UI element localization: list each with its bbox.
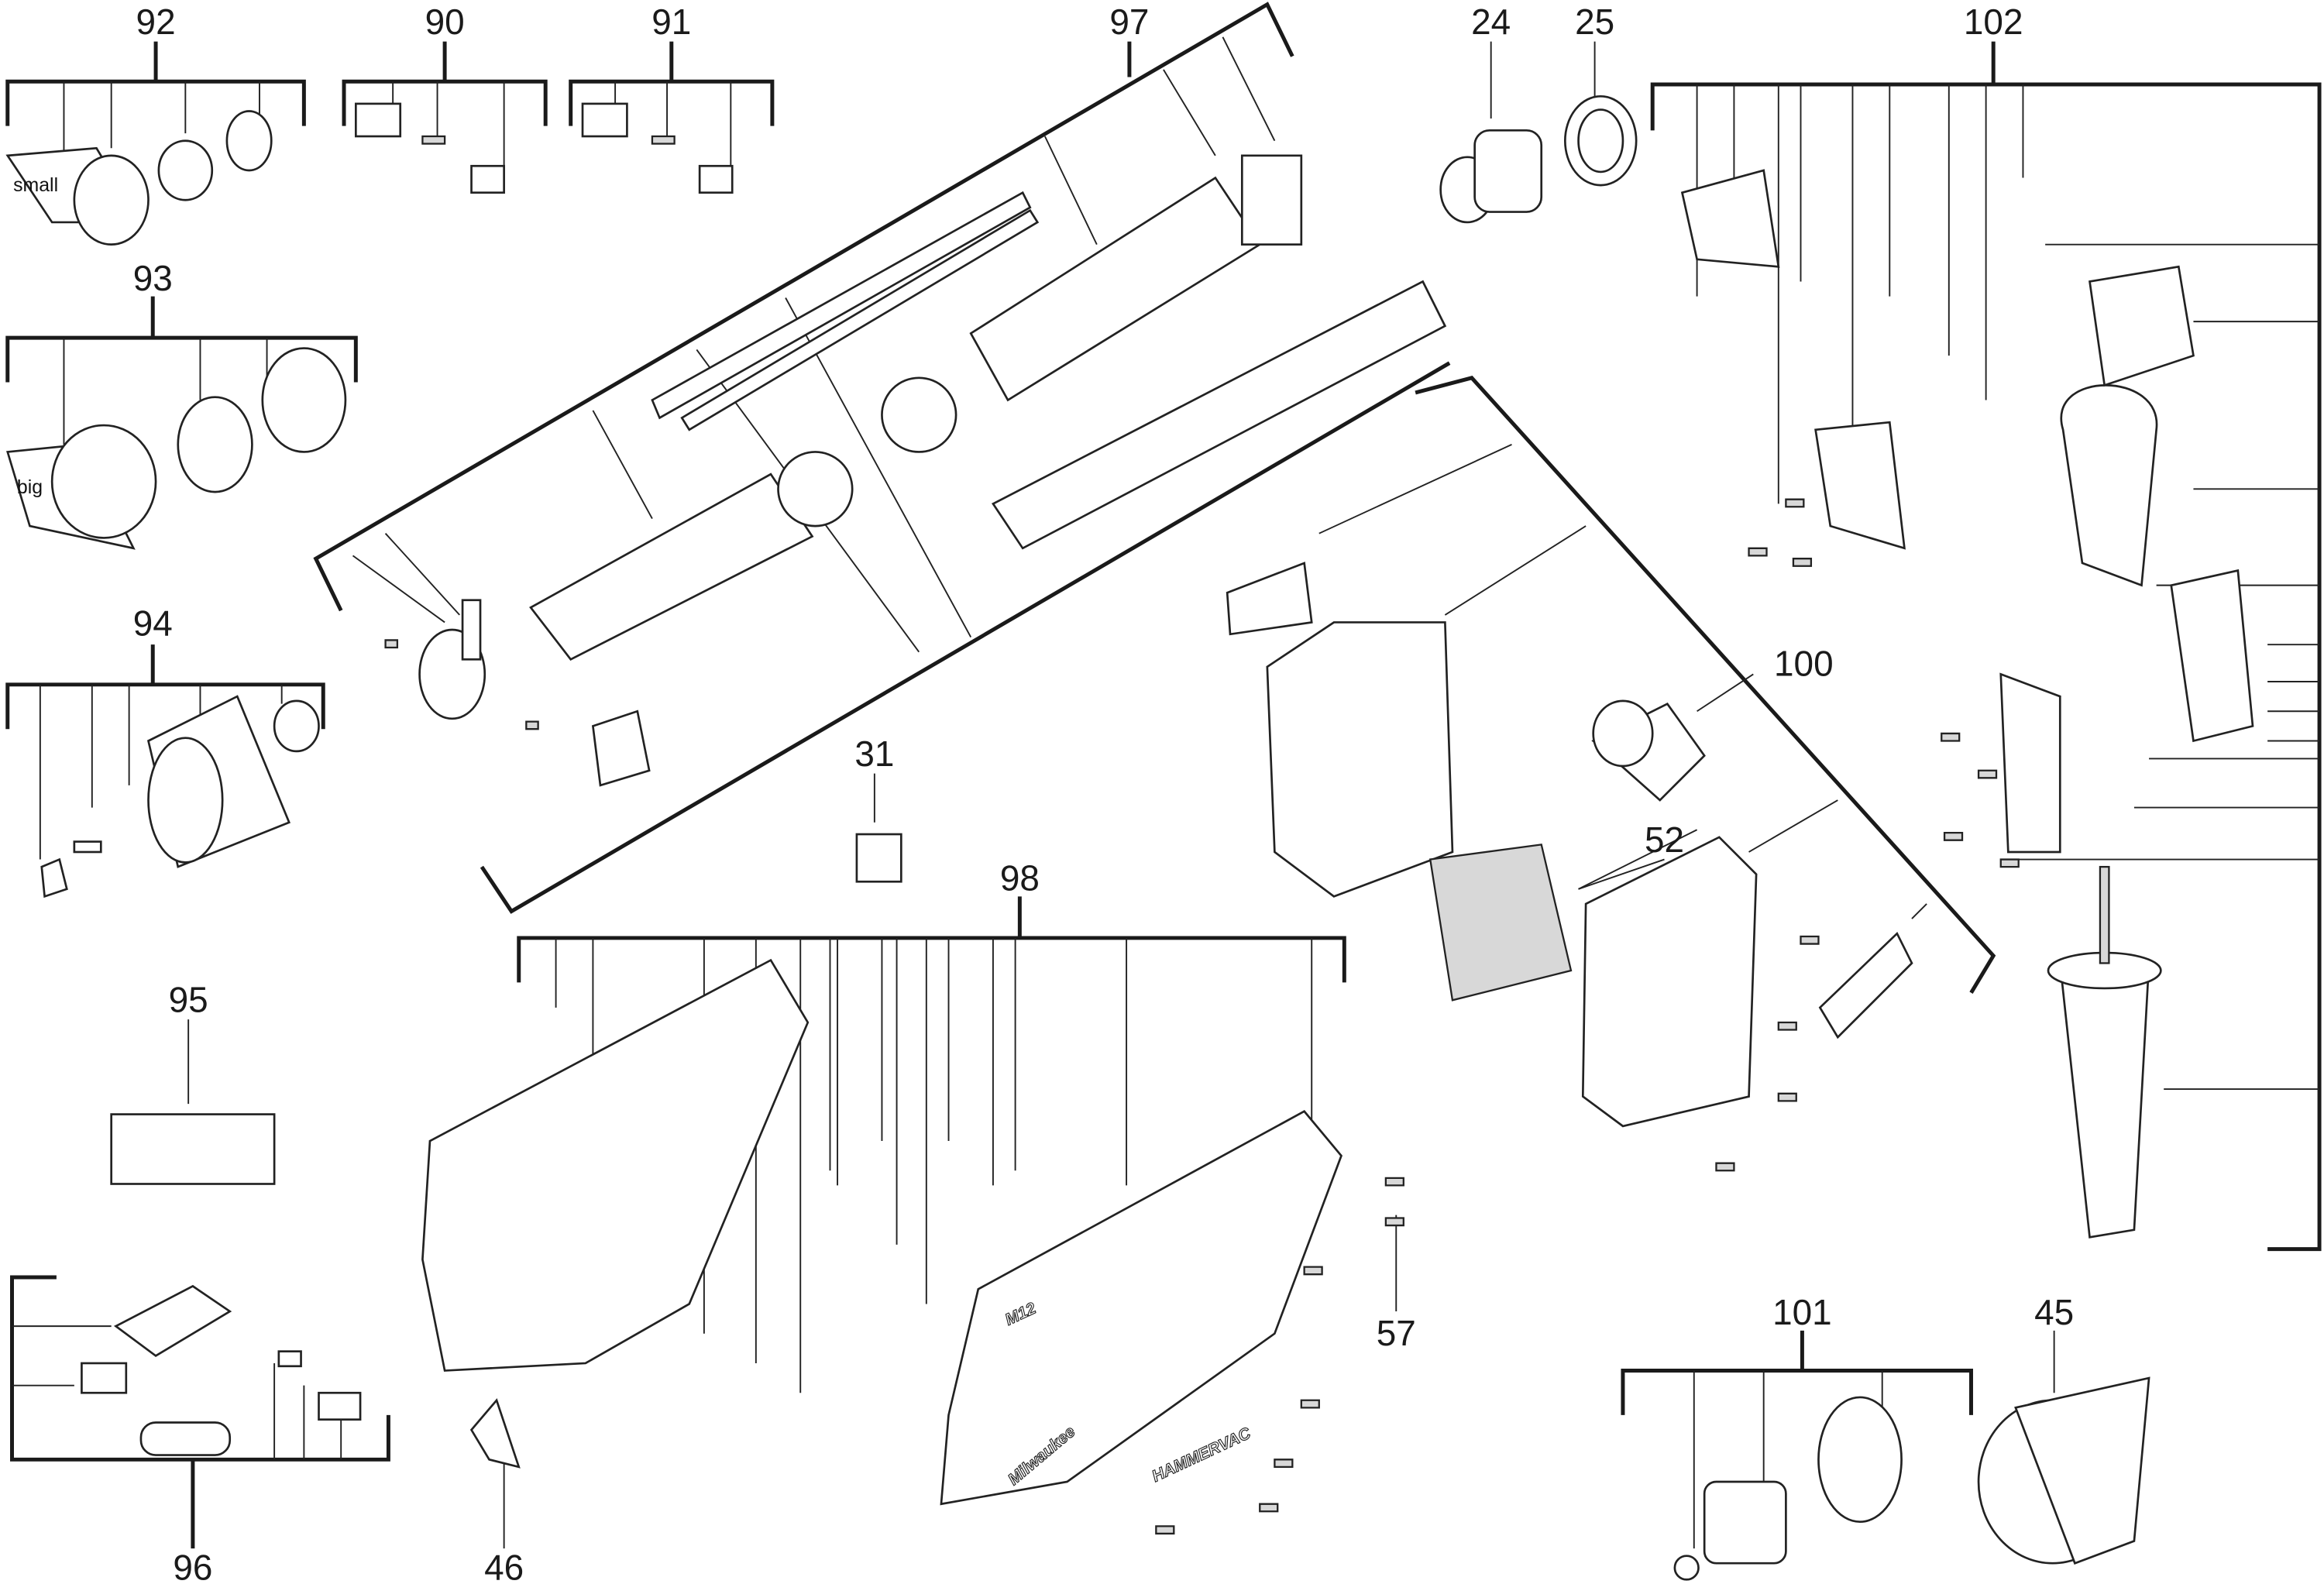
part-98-housing-left — [421, 958, 810, 1372]
part-52-filter — [1428, 844, 1573, 1002]
callout-24: 24 — [1471, 2, 1511, 42]
screws — [384, 498, 2020, 1535]
part-91-clip — [581, 102, 734, 194]
callout-31: 31 — [854, 734, 894, 774]
part-95-label — [110, 1113, 276, 1185]
part-102-handle — [1680, 169, 2254, 1239]
callout-100: 100 — [1774, 643, 1834, 683]
part-25-seal-ring — [1563, 95, 1638, 187]
part-98-housing-right: M12 Milwaukee HAMMERVAC — [940, 1110, 1343, 1506]
leaders-misc — [187, 41, 2055, 1549]
tag-big: big — [17, 476, 43, 498]
part-90-clip — [354, 102, 505, 194]
callout-46: 46 — [484, 1547, 524, 1584]
part-92-adapter-small — [5, 110, 273, 246]
callout-96: 96 — [173, 1547, 212, 1584]
part-96-electronics — [81, 1284, 362, 1456]
part-100-housing — [1226, 562, 1706, 898]
part-24-nozzle — [1439, 129, 1543, 224]
part-31-switch — [855, 833, 902, 883]
part-94-dust-cap — [40, 695, 320, 899]
bracket-92 — [5, 41, 306, 163]
bracket-101 — [1621, 1330, 1973, 1549]
part-97-telescope — [418, 154, 1447, 787]
callout-52: 52 — [1645, 819, 1684, 860]
callout-90: 90 — [425, 2, 465, 42]
bracket-98 — [517, 896, 1346, 1393]
callout-57: 57 — [1377, 1313, 1416, 1353]
part-101-motor — [1673, 1396, 1903, 1581]
callout-98: 98 — [1000, 858, 1040, 899]
brand-mark-hammervac: HAMMERVAC — [1150, 1424, 1254, 1486]
bracket-91 — [569, 41, 775, 170]
callout-93: 93 — [133, 258, 173, 298]
callout-95: 95 — [169, 980, 208, 1020]
callout-97: 97 — [1109, 2, 1149, 42]
bracket-94 — [5, 644, 325, 860]
callout-101: 101 — [1772, 1292, 1832, 1332]
part-100-cover — [1581, 836, 1913, 1128]
part-46-spring-clip — [469, 1398, 521, 1469]
callout-91: 91 — [651, 2, 691, 42]
part-93-adapter-big — [6, 347, 347, 550]
bracket-96 — [10, 1275, 390, 1549]
callout-102: 102 — [1964, 2, 2023, 42]
tag-small: small — [13, 174, 58, 196]
callout-25: 25 — [1575, 2, 1614, 42]
callout-94: 94 — [133, 603, 173, 644]
part-45-fan-shroud — [1977, 1376, 2150, 1565]
bracket-100 — [1318, 376, 1996, 994]
callout-92: 92 — [136, 2, 176, 42]
bracket-90 — [342, 41, 548, 170]
callout-45: 45 — [2034, 1292, 2074, 1332]
